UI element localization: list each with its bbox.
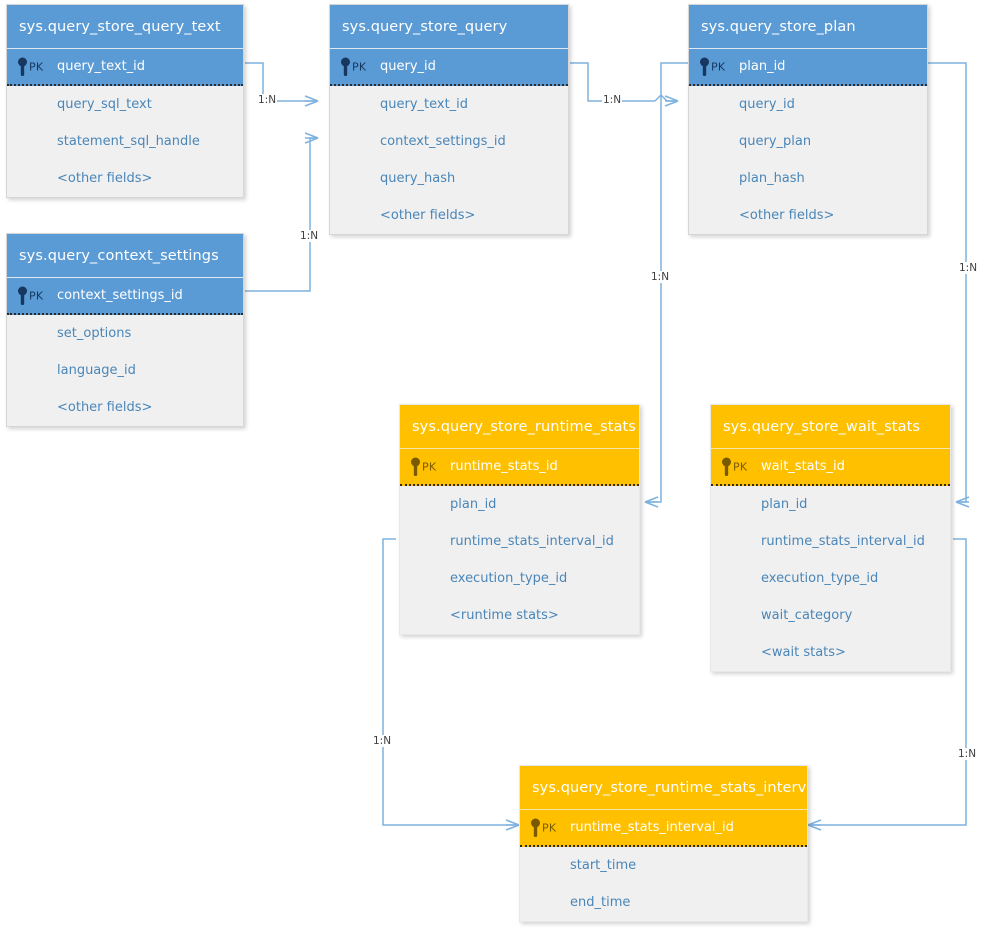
field-row: language_id: [57, 363, 136, 378]
pk-column-name: plan_id: [739, 59, 786, 74]
cardinality-label-r7: 1:N: [957, 748, 978, 760]
entity-table-query-store-runtime-stats[interactable]: sys.query_store_runtime_stats PK runtime…: [399, 404, 640, 635]
connector-query-to-plan: [570, 62, 679, 107]
primary-key-row[interactable]: PK query_id: [330, 49, 568, 86]
table-fields: query_id query_plan plan_hash <other fie…: [689, 86, 927, 234]
entity-table-query-store-wait-stats[interactable]: sys.query_store_wait_stats PK wait_stats…: [710, 404, 951, 672]
table-fields: start_time end_time: [520, 847, 807, 921]
pk-badge: PK: [542, 821, 557, 834]
pk-badge: PK: [422, 460, 437, 473]
entity-table-query-store-query-text[interactable]: sys.query_store_query_text PK query_text…: [6, 4, 244, 198]
field-row: start_time: [570, 858, 637, 873]
entity-table-query-store-plan[interactable]: sys.query_store_plan PK plan_id query_id…: [688, 4, 928, 235]
field-row: set_options: [57, 326, 132, 341]
key-icon: [410, 457, 421, 476]
primary-key-row[interactable]: PK runtime_stats_id: [400, 449, 639, 486]
table-fields: set_options language_id <other fields>: [7, 315, 243, 426]
table-fields: plan_id runtime_stats_interval_id execut…: [711, 486, 950, 671]
cardinality-label-r3: 1:N: [602, 94, 623, 106]
table-fields: query_sql_text statement_sql_handle <oth…: [7, 86, 243, 197]
pk-badge: PK: [733, 460, 748, 473]
field-row: plan_id: [761, 497, 808, 512]
table-fields: query_text_id context_settings_id query_…: [330, 86, 568, 234]
pk-badge: PK: [711, 60, 726, 73]
table-fields: plan_id runtime_stats_interval_id execut…: [400, 486, 639, 634]
key-icon: [721, 457, 732, 476]
pk-badge: PK: [29, 289, 44, 302]
field-row: wait_category: [761, 608, 853, 623]
primary-key-row[interactable]: PK wait_stats_id: [711, 449, 950, 486]
pk-column-name: runtime_stats_interval_id: [570, 820, 734, 835]
pk-column-name: context_settings_id: [57, 288, 183, 303]
entity-table-query-context-settings[interactable]: sys.query_context_settings PK context_se…: [6, 233, 244, 427]
field-row: query_hash: [380, 171, 456, 186]
table-title: sys.query_store_plan: [689, 5, 927, 49]
field-row: query_text_id: [380, 97, 469, 112]
pk-column-name: wait_stats_id: [761, 459, 845, 474]
field-row: query_plan: [739, 134, 812, 149]
field-row: context_settings_id: [380, 134, 506, 149]
primary-key-row[interactable]: PK context_settings_id: [7, 278, 243, 315]
pk-badge: PK: [352, 60, 367, 73]
field-row: plan_id: [450, 497, 497, 512]
field-row: query_sql_text: [57, 97, 152, 112]
connector-context-settings-to-query: [245, 132, 319, 292]
cardinality-label-r1: 1:N: [257, 94, 278, 106]
table-title: sys.query_store_query_text: [7, 5, 243, 49]
entity-table-query-store-query[interactable]: sys.query_store_query PK query_id query_…: [329, 4, 569, 235]
table-title: sys.query_store_wait_stats: [711, 405, 950, 449]
primary-key-row[interactable]: PK plan_id: [689, 49, 927, 86]
field-row: runtime_stats_interval_id: [450, 534, 614, 549]
pk-column-name: query_id: [380, 59, 436, 74]
field-row: runtime_stats_interval_id: [761, 534, 925, 549]
table-title: sys.query_store_query: [330, 5, 568, 49]
connector-plan-to-runtime-stats: [644, 62, 688, 508]
field-row: execution_type_id: [761, 571, 879, 586]
field-row: <other fields>: [739, 208, 835, 223]
pk-column-name: query_text_id: [57, 59, 146, 74]
key-icon: [340, 57, 351, 76]
key-icon: [17, 286, 28, 305]
field-row: statement_sql_handle: [57, 134, 200, 149]
primary-key-row[interactable]: PK query_text_id: [7, 49, 243, 86]
connector-query-text-to-query: [245, 62, 319, 107]
field-row: query_id: [739, 97, 795, 112]
field-row: <runtime stats>: [450, 608, 559, 623]
table-title: sys.query_context_settings: [7, 234, 243, 278]
entity-table-query-store-runtime-stats-interval[interactable]: sys.query_store_runtime_stats_interval P…: [519, 765, 808, 922]
cardinality-label-r4: 1:N: [650, 271, 671, 283]
field-row: plan_hash: [739, 171, 805, 186]
cardinality-label-r2: 1:N: [299, 230, 320, 242]
table-title: sys.query_store_runtime_stats: [400, 405, 639, 449]
field-row: <other fields>: [57, 400, 153, 415]
key-icon: [530, 818, 541, 837]
pk-badge: PK: [29, 60, 44, 73]
field-row: <other fields>: [57, 171, 153, 186]
field-row: <other fields>: [380, 208, 476, 223]
field-row: end_time: [570, 895, 631, 910]
cardinality-label-r6: 1:N: [372, 735, 393, 747]
pk-column-name: runtime_stats_id: [450, 459, 558, 474]
key-icon: [17, 57, 28, 76]
field-row: execution_type_id: [450, 571, 568, 586]
table-title: sys.query_store_runtime_stats_interval: [520, 766, 807, 810]
key-icon: [699, 57, 710, 76]
field-row: <wait stats>: [761, 645, 846, 660]
primary-key-row[interactable]: PK runtime_stats_interval_id: [520, 810, 807, 847]
cardinality-label-r5: 1:N: [958, 262, 979, 274]
